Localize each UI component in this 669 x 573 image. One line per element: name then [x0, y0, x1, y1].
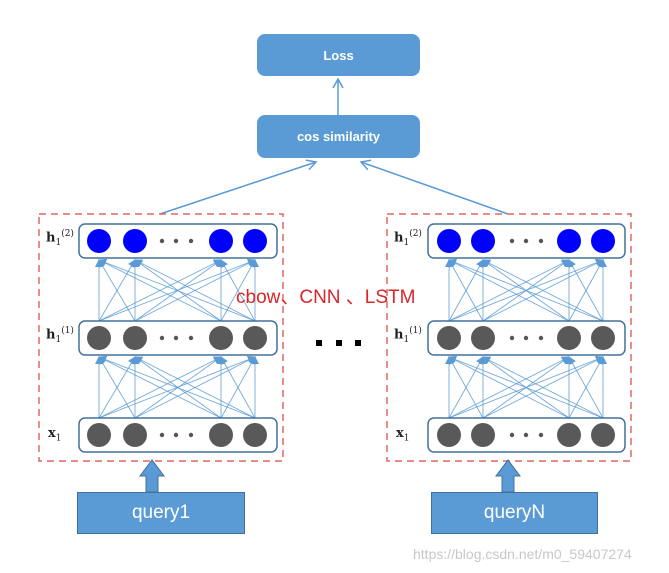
right-neuron-node	[591, 423, 615, 447]
left-layer-edge	[98, 259, 222, 322]
left-layer-edge	[134, 259, 256, 322]
right-tower-to-similarity-arrow	[359, 159, 509, 215]
left-ellipsis-dot	[159, 432, 165, 438]
left-neuron-node	[243, 326, 267, 350]
left-layer-edge	[134, 356, 256, 419]
right-neuron-node	[591, 229, 615, 253]
right-ellipsis-dot	[509, 238, 515, 244]
left-layer-edge	[98, 355, 256, 419]
right-ellipsis-dot	[523, 238, 529, 244]
left-layer-edge	[98, 356, 136, 419]
left-layer-edge	[98, 259, 136, 322]
right-x-label: x1	[396, 426, 410, 444]
left-layer-edge	[98, 258, 256, 322]
right-ellipsis-dot	[509, 432, 515, 438]
left-ellipsis-dot	[173, 335, 179, 341]
left-layer-edge	[220, 356, 256, 419]
right-neuron-node	[437, 326, 461, 350]
right-neuron-node	[591, 326, 615, 350]
right-layer-edge	[568, 356, 604, 419]
right-neuron-node	[471, 423, 495, 447]
cos-similarity-label: cos similarity	[296, 129, 381, 144]
left-x-label: x1	[48, 426, 62, 444]
right-layer-edge	[448, 356, 484, 419]
query1-box: query1	[77, 492, 245, 534]
left-ellipsis-dot	[188, 432, 194, 438]
right-ellipsis-dot	[538, 238, 544, 244]
right-h1-label: h1(1)	[394, 326, 422, 345]
left-ellipsis-dot	[188, 335, 194, 341]
left-neuron-node	[209, 326, 233, 350]
left-ellipsis-dot	[159, 335, 165, 341]
left-ellipsis-dot	[173, 432, 179, 438]
left-h2-label: h1(2)	[46, 229, 74, 248]
right-query-input-arrow	[495, 459, 521, 493]
towers-ellipsis-dot	[336, 340, 342, 346]
queryN-box: queryN	[431, 492, 598, 534]
cos-similarity-node: cos similarity	[257, 115, 420, 158]
model-types-note: cbow、CNN 、LSTM	[236, 287, 416, 308]
towers-ellipsis-dot	[316, 340, 322, 346]
right-ellipsis-dot	[538, 335, 544, 341]
query1-label: query1	[131, 502, 191, 523]
queryN-label: queryN	[483, 502, 546, 523]
right-layer-edge	[482, 356, 604, 419]
left-neuron-node	[243, 423, 267, 447]
left-ellipsis-dot	[188, 238, 194, 244]
right-layer-edge	[448, 259, 484, 322]
loss-label: Loss	[323, 47, 354, 63]
right-ellipsis-dot	[523, 432, 529, 438]
right-neuron-node	[471, 229, 495, 253]
left-ellipsis-dot	[173, 238, 179, 244]
right-neuron-node	[437, 229, 461, 253]
right-neuron-node	[557, 423, 581, 447]
right-layer-edge	[448, 259, 570, 322]
left-ellipsis-dot	[159, 238, 165, 244]
right-neuron-node	[557, 326, 581, 350]
left-neuron-node	[123, 326, 147, 350]
right-ellipsis-dot	[509, 335, 515, 341]
left-neuron-node	[123, 423, 147, 447]
left-neuron-node	[87, 423, 111, 447]
right-layer-edge	[448, 258, 604, 322]
left-neuron-node	[87, 326, 111, 350]
right-layer-edge	[448, 355, 604, 419]
right-neuron-node	[471, 326, 495, 350]
watermark: https://blog.csdn.net/m0_59407274	[413, 546, 632, 562]
right-layer-edge	[568, 259, 604, 322]
right-layer-edge	[482, 259, 604, 322]
loss-node: Loss	[257, 34, 420, 76]
right-ellipsis-dot	[538, 432, 544, 438]
right-neuron-node	[437, 423, 461, 447]
left-neuron-node	[243, 229, 267, 253]
connection-edges	[95, 77, 607, 419]
right-layer-edge	[448, 356, 570, 419]
left-layer-edge	[98, 356, 222, 419]
left-tower-to-similarity-arrow	[159, 159, 318, 215]
left-neuron-node	[209, 423, 233, 447]
left-neuron-node	[209, 229, 233, 253]
right-neuron-node	[557, 229, 581, 253]
left-query-input-arrow	[139, 459, 165, 493]
left-layer-edge	[220, 259, 256, 322]
left-neuron-node	[87, 229, 111, 253]
left-neuron-node	[123, 229, 147, 253]
right-h2-label: h1(2)	[394, 229, 422, 248]
towers-ellipsis-dot	[355, 340, 361, 346]
left-h1-label: h1(1)	[46, 326, 74, 345]
layer-shapes	[38, 213, 632, 493]
right-ellipsis-dot	[523, 335, 529, 341]
left-tower-dashed-border	[38, 213, 284, 462]
